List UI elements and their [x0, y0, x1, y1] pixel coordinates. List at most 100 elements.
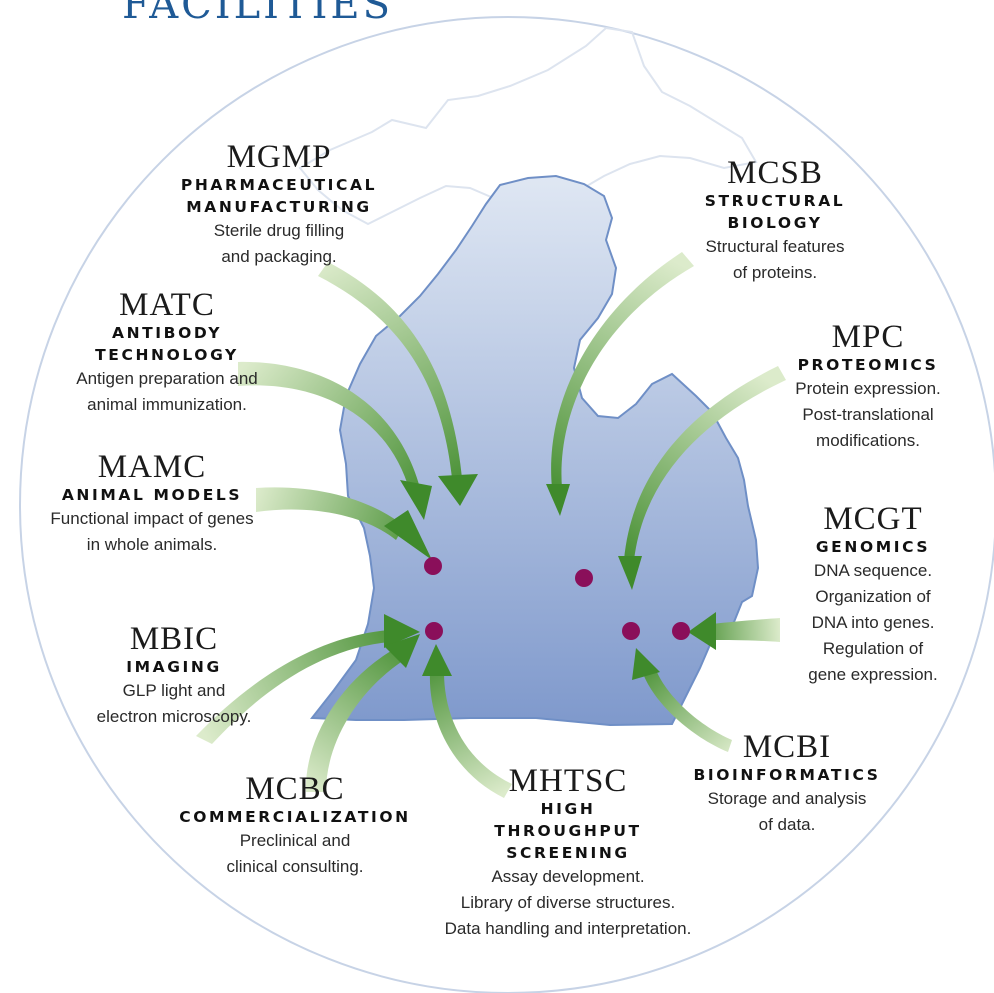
- facility-description-line: Organization of: [815, 587, 931, 606]
- arrow-body: [256, 487, 404, 540]
- arrow-body: [712, 618, 780, 642]
- facility-description-line: Structural features: [705, 237, 845, 256]
- facility-description-line: Protein expression.: [795, 379, 941, 398]
- facility-code: MCGT: [823, 501, 923, 537]
- facility-description-line: Post-translational: [802, 405, 934, 424]
- arrow-body: [429, 672, 512, 798]
- page-title: FACILITIES: [122, 0, 394, 28]
- arrow: [238, 361, 432, 520]
- facility-description-line: and packaging.: [221, 247, 337, 266]
- arrow-head: [384, 634, 420, 668]
- arrow: [618, 366, 786, 590]
- facility-description-line: Data handling and interpretation.: [444, 919, 692, 938]
- facility-description-line: animal immunization.: [87, 395, 247, 414]
- arrow-head: [400, 480, 432, 520]
- facility-description-line: clinical consulting.: [226, 857, 364, 876]
- facility-name-line: IMAGING: [126, 658, 222, 676]
- arrow: [318, 262, 478, 506]
- facility-description-line: DNA sequence.: [813, 561, 933, 580]
- facility-code: MCBC: [245, 771, 345, 807]
- arrow-head: [422, 644, 452, 676]
- circle-outline: [19, 16, 994, 993]
- facility-description-line: DNA into genes.: [811, 613, 935, 632]
- arrow-head: [618, 556, 642, 590]
- arrow: [688, 612, 780, 650]
- facility-description-line: of proteins.: [732, 263, 818, 282]
- facility-name-line: GENOMICS: [815, 538, 931, 556]
- facility-description-line: in whole animals.: [86, 535, 218, 554]
- location-dot: [622, 622, 640, 640]
- location-dot: [425, 622, 443, 640]
- arrow: [196, 614, 420, 744]
- arrow-head: [688, 612, 716, 650]
- arrow: [256, 487, 432, 560]
- facility-description-line: of data.: [758, 815, 816, 834]
- arrow-body: [644, 670, 732, 752]
- facility-description-line: GLP light and: [122, 681, 226, 700]
- facility-code: MATC: [119, 287, 215, 323]
- arrow: [546, 252, 694, 516]
- facility-code: MGMP: [226, 139, 332, 175]
- facility-name-line: HIGH: [540, 800, 596, 818]
- location-dot: [672, 622, 690, 640]
- facility-name-line: PROTEOMICS: [797, 356, 939, 374]
- arrow-body: [318, 262, 462, 478]
- arrow-head: [438, 474, 478, 506]
- facility-description-line: electron microscopy.: [96, 707, 252, 726]
- arrow-head: [632, 648, 660, 680]
- arrow-head: [546, 484, 570, 516]
- arrow-body: [305, 648, 404, 792]
- arrow: [422, 644, 512, 798]
- facility-name-line: COMMERCIALIZATION: [179, 808, 411, 826]
- location-dot: [424, 557, 442, 575]
- facility-code: MAMC: [97, 449, 207, 485]
- facility-description-line: gene expression.: [808, 665, 938, 684]
- facility-description-line: Sterile drug filling: [213, 221, 345, 240]
- facility-name-line: MANUFACTURING: [186, 198, 372, 216]
- facility-name-line: STRUCTURAL: [704, 192, 846, 210]
- arrow: [632, 648, 732, 752]
- facility-description-line: Regulation of: [822, 639, 924, 658]
- facility-code: MBIC: [129, 621, 219, 657]
- facility-code: MHTSC: [508, 763, 628, 799]
- facility-code: MPC: [831, 319, 905, 355]
- facility-name-line: ANTIBODY: [111, 324, 223, 342]
- arrow-head: [384, 510, 432, 560]
- facility-description-line: modifications.: [816, 431, 920, 450]
- facility-description-line: Functional impact of genes: [50, 509, 254, 528]
- facility-name-line: TECHNOLOGY: [95, 346, 239, 364]
- arrow-body: [551, 252, 694, 488]
- arrow-body: [624, 366, 786, 560]
- upper-peninsula-outline: [298, 26, 758, 226]
- arrow-head: [384, 614, 420, 648]
- arrow: [305, 634, 420, 792]
- facility-name-line: BIOLOGY: [727, 214, 823, 232]
- location-dot: [575, 569, 593, 587]
- facility-description-line: Antigen preparation and: [76, 369, 258, 388]
- facility-description-line: Assay development.: [491, 867, 645, 886]
- facility-name-line: PHARMACEUTICAL: [180, 176, 378, 194]
- facility-code: MCBI: [742, 729, 832, 765]
- facility-name-line: ANIMAL MODELS: [61, 486, 243, 504]
- arrows-layer: [196, 252, 786, 798]
- facility-description-line: Preclinical and: [239, 831, 351, 850]
- facility-name-line: SCREENING: [506, 844, 630, 862]
- facility-name-line: BIOINFORMATICS: [693, 766, 881, 784]
- facility-description-line: Library of diverse structures.: [460, 893, 676, 912]
- facility-code: MCSB: [727, 155, 823, 191]
- facility-name-line: THROUGHPUT: [494, 822, 642, 840]
- facility-description-line: Storage and analysis: [707, 789, 867, 808]
- arrow-body: [196, 630, 390, 744]
